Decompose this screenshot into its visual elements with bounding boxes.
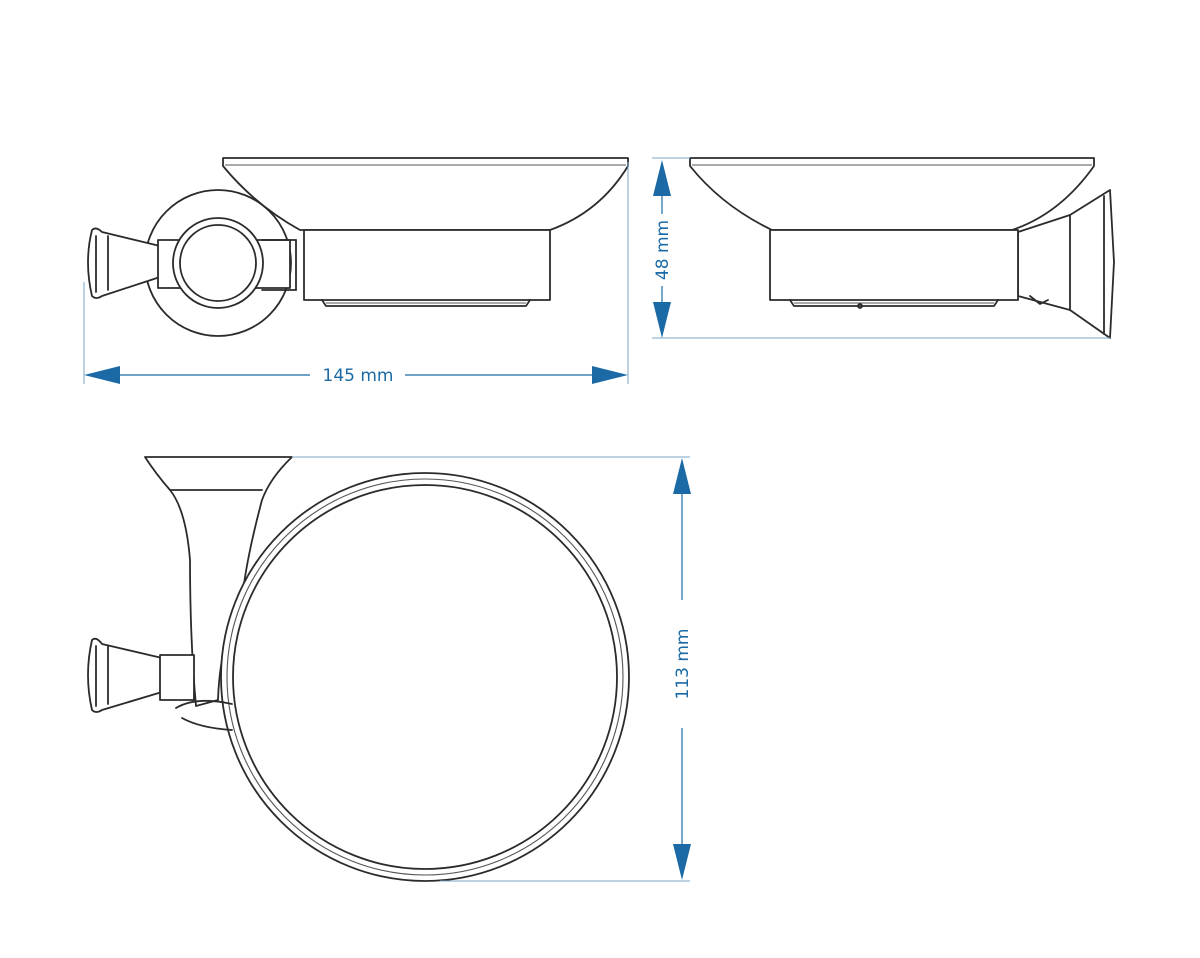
dimension-width-arrow-left xyxy=(84,366,120,384)
side-dish-bowl xyxy=(689,157,1095,231)
dimension-height: 48 mm xyxy=(652,157,1110,339)
dimension-height-arrow-top xyxy=(653,160,671,196)
dimension-width-arrow-right xyxy=(592,366,628,384)
front-holder-ring xyxy=(172,217,264,309)
dimension-width: 145 mm xyxy=(83,162,629,386)
side-wall-flange xyxy=(1017,189,1115,339)
dimension-depth: 113 mm xyxy=(292,456,693,882)
top-view xyxy=(87,456,630,882)
top-end-knob xyxy=(87,637,163,713)
dimension-depth-arrow-top xyxy=(673,458,691,494)
front-dish-base xyxy=(303,229,551,301)
top-wall-bracket xyxy=(144,456,293,707)
front-dish-bowl xyxy=(222,157,629,231)
dimension-depth-arrow-bottom xyxy=(673,844,691,880)
dimension-width-label: 145 mm xyxy=(323,366,394,386)
dimension-height-label: 48 mm xyxy=(653,220,673,280)
side-view xyxy=(689,157,1115,339)
dimension-depth-label: 113 mm xyxy=(673,629,693,700)
front-view xyxy=(87,157,629,337)
top-dish-inner xyxy=(232,484,618,870)
front-end-knob xyxy=(87,227,161,299)
dimension-height-arrow-bottom xyxy=(653,302,671,338)
side-dish-base xyxy=(769,229,1019,301)
